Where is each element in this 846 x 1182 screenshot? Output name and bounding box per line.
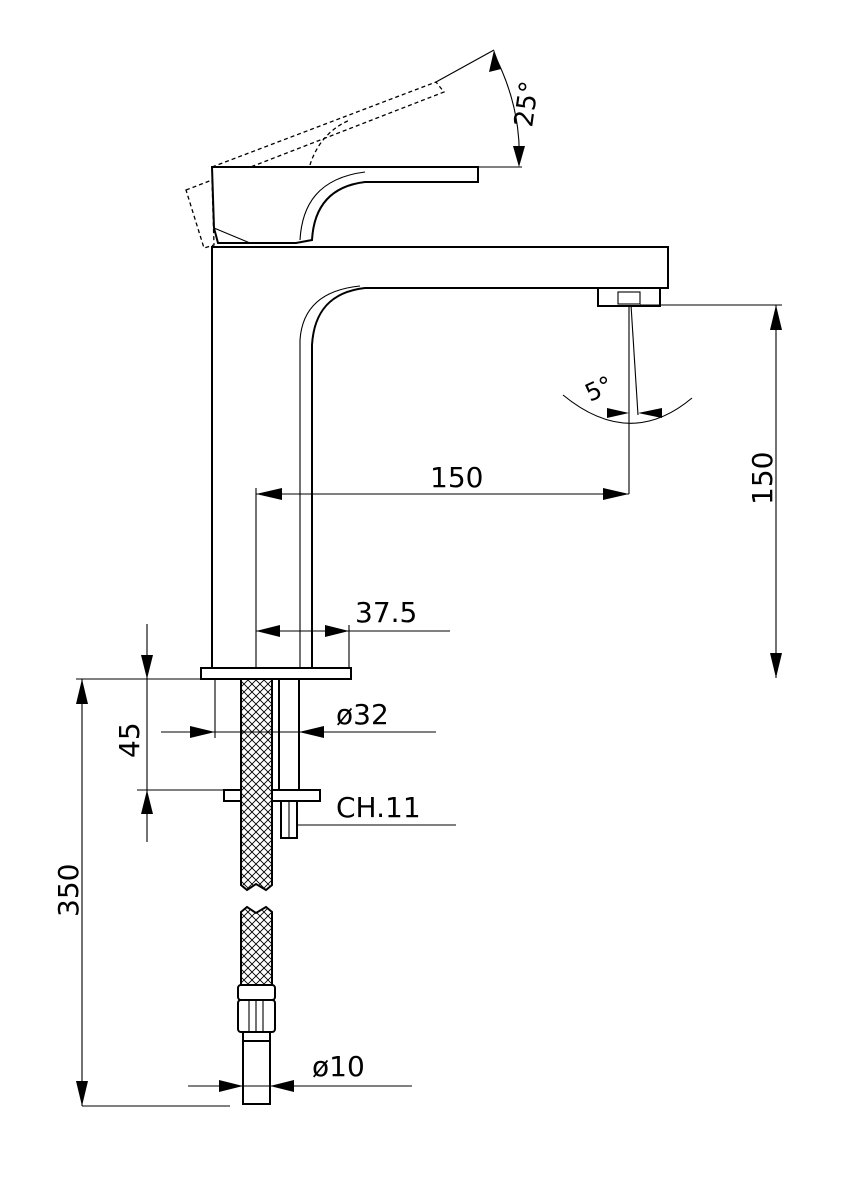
- body-offset-label: 37.5: [355, 596, 417, 629]
- lever-angle-label: 25°: [509, 79, 545, 129]
- lever-handle: [210, 166, 479, 244]
- spout-angle-dimension: 5°: [562, 304, 693, 494]
- spout-reach-dimension: 150: [255, 461, 629, 668]
- base-height-dimension: 45: [113, 624, 224, 842]
- hose-fitting: [237, 984, 276, 1105]
- nut-size-label: CH.11: [336, 791, 421, 824]
- spout-height-label: 150: [746, 452, 779, 505]
- base-height-label: 45: [113, 722, 146, 758]
- spout-reach-label: 150: [430, 461, 483, 494]
- faucet-body: [211, 246, 669, 669]
- hose-diameter-dimension: ø10: [188, 1050, 412, 1092]
- total-length-label: 350: [52, 864, 85, 917]
- total-length-dimension: 350: [52, 678, 230, 1107]
- spout-height-dimension: 150: [640, 304, 782, 678]
- lever-angle-dimension: 25°: [435, 49, 545, 168]
- base-and-shank: [200, 667, 352, 839]
- body-offset-dimension: 37.5: [256, 596, 450, 668]
- braided-hose: [240, 678, 273, 986]
- lever-raised-outline: [185, 81, 446, 249]
- hole-diameter-label: ø32: [336, 698, 389, 731]
- hole-diameter-dimension: ø32: [161, 679, 436, 738]
- spout-angle-label: 5°: [581, 371, 618, 408]
- hose-diameter-label: ø10: [312, 1050, 365, 1083]
- nut-size-dimension: CH.11: [297, 791, 456, 826]
